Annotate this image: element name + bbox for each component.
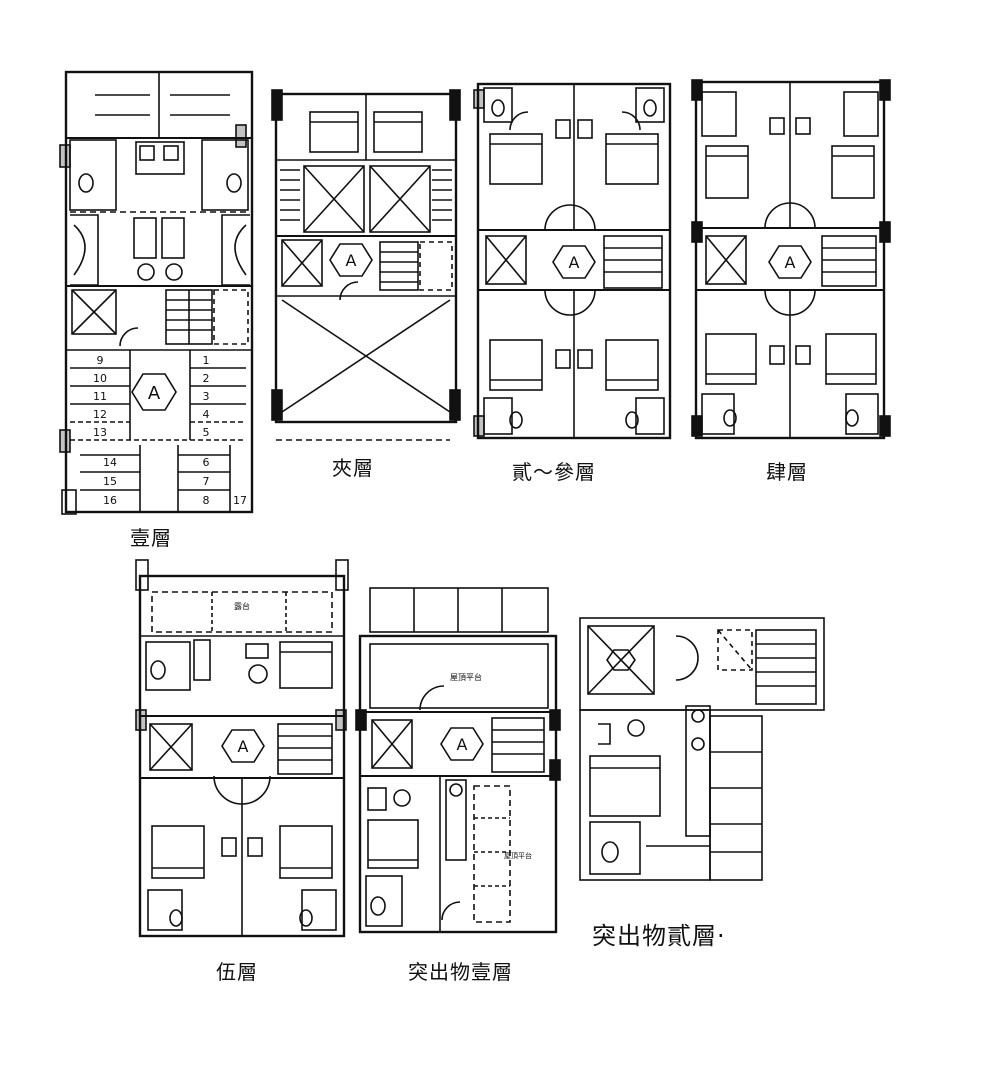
plan-floor-1 [59, 70, 254, 515]
parking-5: 5 [203, 426, 210, 439]
label-floor-2-3: 貳～參層 [512, 460, 596, 484]
parking-3: 3 [203, 390, 210, 403]
label-floor-4: 肆層 [766, 460, 808, 484]
parking-1: 1 [203, 354, 210, 367]
plan-mezzanine [271, 89, 461, 441]
parking-14: 14 [103, 456, 117, 469]
plan-floor-4 [691, 79, 891, 440]
roof-1-terrace-label: 屋頂平台 [450, 672, 482, 682]
label-floor-1: 壹層 [130, 526, 172, 550]
core-letter-floor-2-3: A [569, 253, 580, 272]
label-roof-2: 突出物貳層· [592, 922, 726, 950]
parking-9: 9 [97, 354, 104, 367]
floor-5-terrace-label: 露台 [234, 601, 250, 611]
parking-8: 8 [203, 494, 210, 507]
parking-16: 16 [103, 494, 117, 507]
parking-7: 7 [203, 475, 210, 488]
roof-1-terrace-label-2: 屋頂平台 [504, 851, 532, 860]
label-mezzanine: 夾層 [332, 456, 374, 480]
plan-floor-1-text: A 9 10 11 12 13 14 15 16 1 2 3 4 5 6 7 8… [93, 354, 247, 507]
parking-4: 4 [203, 408, 210, 421]
parking-10: 10 [93, 372, 107, 385]
core-letter-floor-4: A [785, 253, 796, 272]
plan-roof-2 [579, 617, 825, 881]
plan-roof-1 [355, 587, 561, 934]
parking-12: 12 [93, 408, 107, 421]
core-letter-mezzanine: A [346, 251, 357, 270]
label-floor-5: 伍層 [216, 960, 258, 984]
parking-2: 2 [203, 372, 210, 385]
core-letter-floor-5: A [238, 737, 249, 756]
core-letter-roof-1: A [457, 735, 468, 754]
parking-15: 15 [103, 475, 117, 488]
parking-13: 13 [93, 426, 107, 439]
parking-6: 6 [203, 456, 210, 469]
plan-floor-5 [135, 559, 349, 938]
core-letter-floor-1: A [148, 383, 161, 404]
plan-floor-2-3 [473, 82, 672, 440]
parking-17: 17 [233, 494, 247, 507]
parking-11: 11 [93, 390, 107, 403]
label-roof-1: 突出物壹層 [408, 960, 513, 984]
